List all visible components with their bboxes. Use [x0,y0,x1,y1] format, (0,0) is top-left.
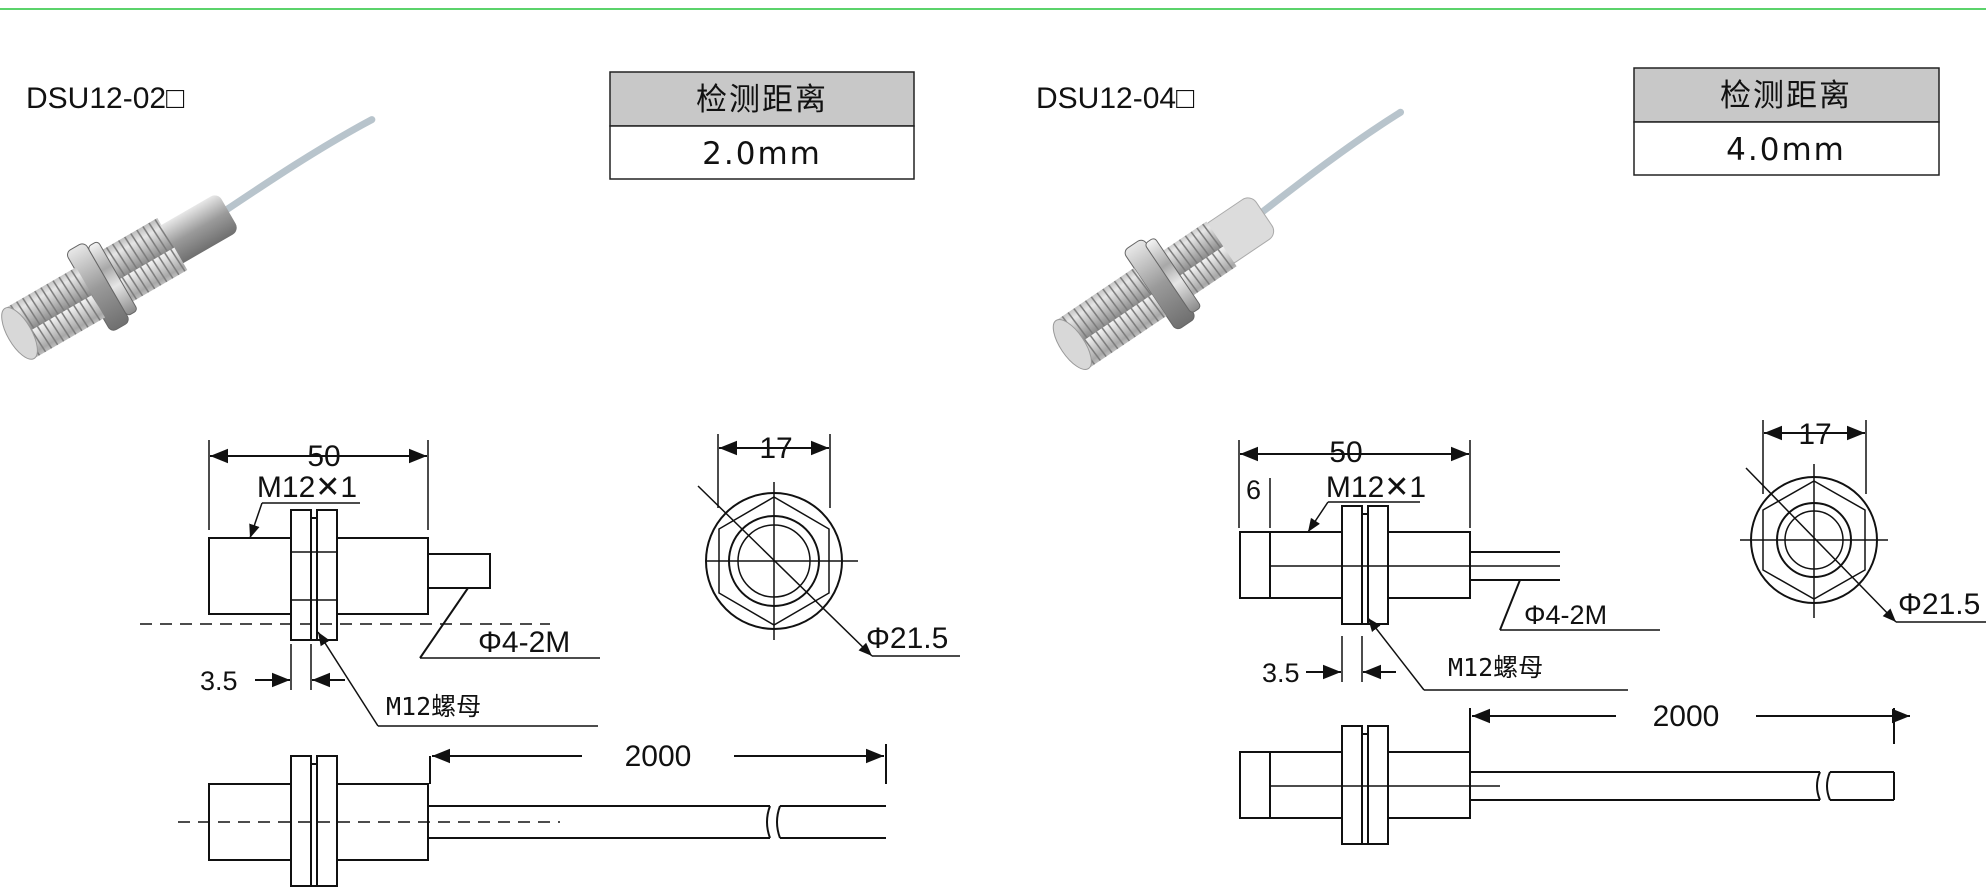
right-sensor-photo [1052,108,1405,370]
right-cable-dim: Φ4-2M [1524,600,1607,630]
right-detection-table: 检测距离 4.0mm [1633,67,1940,176]
left-side-view: 50 M12✕1 Φ4-2M 3.5 M12螺母 [140,440,600,727]
right-side-view: 50 6 M12✕1 Φ4-2M 3.5 M12螺母 [1238,436,1660,691]
left-length-dim: 50 [307,440,340,473]
right-thread-dim: M12✕1 [1326,471,1426,504]
left-thread-dim: M12✕1 [257,471,357,504]
right-full-view: 2000 [1239,700,1910,845]
left-product: DSU12-02□ 检测距离 2.0mm 50 M12✕1 [1,71,960,887]
left-sensor-photo [1,116,376,360]
right-nut-width-dim: 17 [1798,418,1831,451]
right-offset-dim: 3.5 [1262,658,1300,688]
left-table-value: 2.0mm [702,136,822,172]
left-front-view: 17 Φ21.5 [697,432,960,657]
right-front-view: 17 Φ21.5 [1740,418,1986,623]
right-nut-label: M12螺母 [1448,653,1543,682]
left-full-view: 2000 [178,740,887,887]
right-table-value: 4.0mm [1726,132,1846,168]
right-length-dim: 50 [1329,436,1362,469]
left-model-label: DSU12-02□ [26,82,185,115]
left-cable-dim: Φ4-2M [478,626,570,659]
right-cable-length-dim: 2000 [1653,700,1720,733]
left-table-header: 检测距离 [696,82,828,118]
right-nut-dia-dim: Φ21.5 [1898,588,1980,621]
right-face-dim: 6 [1246,475,1261,505]
left-cable-length-dim: 2000 [625,740,692,773]
right-table-header: 检测距离 [1720,78,1852,114]
left-nut-label: M12螺母 [386,692,481,721]
right-model-label: DSU12-04□ [1036,82,1195,115]
left-offset-dim: 3.5 [200,666,238,696]
right-product: DSU12-04□ 检测距离 4.0mm 50 6 M12✕1 [1036,67,1986,845]
left-detection-table: 检测距离 2.0mm [609,71,915,180]
left-nut-width-dim: 17 [759,432,792,465]
right-table-value-cell [1633,121,1940,176]
top-divider [0,8,1986,10]
left-nut-dia-dim: Φ21.5 [866,622,948,655]
right-table-header-cell [1633,67,1940,123]
left-table-value-cell [609,125,915,180]
